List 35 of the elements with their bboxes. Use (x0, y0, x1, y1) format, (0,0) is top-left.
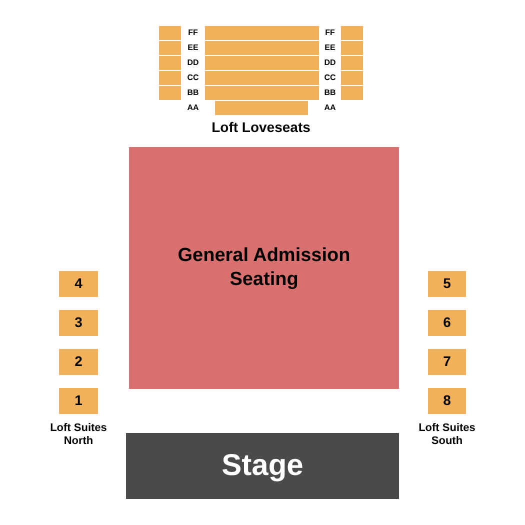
row-label: AA (186, 104, 200, 112)
row-label: BB (186, 89, 200, 97)
section-name: 7 (443, 353, 451, 371)
row-label: CC (323, 74, 337, 82)
suite-box (428, 271, 466, 297)
section-label: Loft Suites South (418, 422, 476, 448)
row-label: CC (186, 74, 200, 82)
suite-box (428, 388, 466, 414)
section-name: General Admission Seating (176, 244, 352, 292)
section-name: 5 (443, 275, 451, 293)
section-name: 8 (443, 392, 451, 410)
suite-box (59, 349, 98, 375)
section-label: Loft Loveseats (212, 120, 310, 134)
row-label: AA (323, 104, 337, 112)
general-admission-area (129, 147, 399, 389)
suite-box (428, 310, 466, 336)
row-label: EE (324, 44, 336, 52)
suite-box (59, 310, 98, 336)
section-label: Loft Suites North (49, 422, 108, 448)
suite-box (428, 349, 466, 375)
section-name: Stage (222, 448, 304, 484)
row-label: EE (186, 44, 200, 52)
row-label: DD (186, 59, 200, 67)
section-name: 4 (74, 275, 82, 293)
row-label: DD (323, 59, 337, 67)
section-name: 6 (443, 314, 451, 332)
suite-box (59, 271, 98, 297)
section-name: 2 (74, 353, 82, 371)
suite-box (59, 388, 98, 414)
stage-area (126, 433, 399, 499)
row-label: FF (324, 29, 336, 37)
section-name: 1 (74, 392, 82, 410)
row-label: BB (323, 89, 337, 97)
section-name: 3 (74, 314, 82, 332)
row-label: FF (187, 29, 199, 37)
